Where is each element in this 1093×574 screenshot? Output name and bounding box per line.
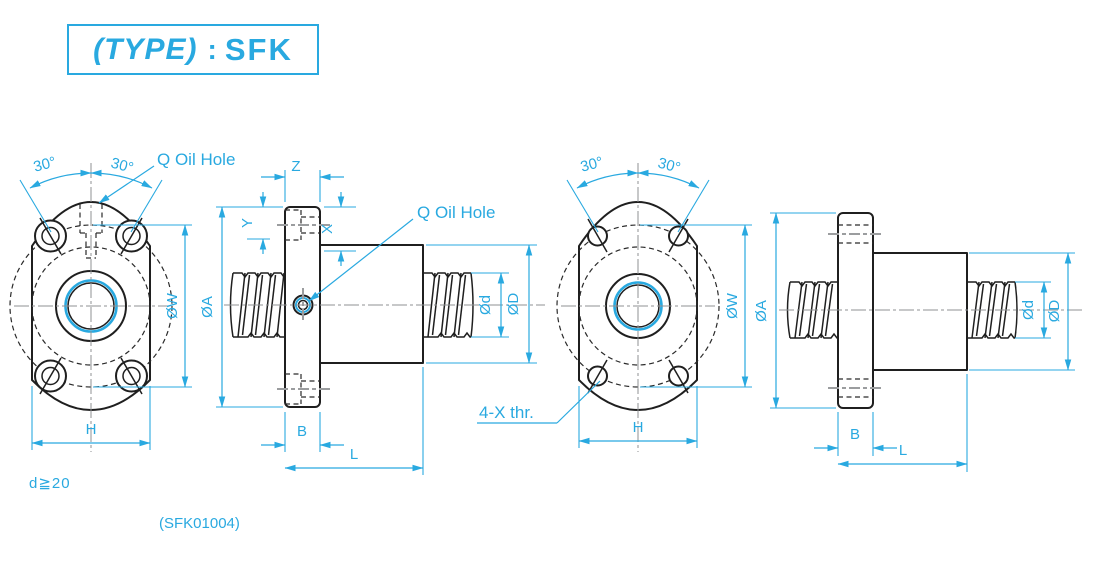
side-view-counterbored: Z Y X Q Oil Hole Ød ØD — [199, 158, 545, 475]
angle-label-right-2: 30° — [656, 155, 682, 177]
side-view-threaded: ØA Ød ØD B L — [753, 212, 1083, 472]
model-code-note: (SFK01004) — [159, 515, 240, 532]
thread-note-label: 4-X thr. — [479, 403, 534, 422]
dim-label-l-2: L — [899, 442, 907, 459]
dim-label-ow-1: ØW — [164, 292, 181, 319]
diameter-condition-note: d≧20 — [29, 475, 71, 492]
oil-hole-label-side-1: Q Oil Hole — [417, 203, 495, 222]
front-view-threaded: 30° 30° 4-X thr. ØW H — [477, 154, 752, 452]
type-title-box: (TYPE) : SFK — [67, 24, 319, 75]
dim-label-oa-2: ØA — [753, 300, 770, 322]
angle-label-left-1: 30° — [32, 154, 58, 176]
dim-label-y: Y — [239, 218, 256, 228]
front-view-counterbored: 30° 30° Q Oil Hole ØW H — [9, 150, 235, 452]
dim-label-z: Z — [291, 158, 300, 175]
dim-label-l-1: L — [350, 446, 358, 463]
dim-label-h-2: H — [633, 419, 644, 436]
dim-label-b-1: B — [297, 423, 307, 440]
dim-label-od-nut-1: ØD — [505, 293, 522, 316]
dim-label-oa-1: ØA — [199, 296, 216, 318]
angle-label-right-1: 30° — [109, 155, 135, 177]
dim-label-ow-2: ØW — [724, 292, 741, 319]
title-code: SFK — [224, 31, 293, 67]
dim-label-od-screw-2: Ød — [1020, 300, 1037, 320]
title-colon: : — [207, 33, 217, 65]
dim-label-b-2: B — [850, 426, 860, 443]
dim-label-x: X — [319, 224, 336, 234]
angle-label-left-2: 30° — [579, 154, 605, 176]
oil-hole-label-front-1: Q Oil Hole — [157, 150, 235, 169]
dim-label-h-1: H — [86, 421, 97, 438]
dim-label-od-nut-2: ØD — [1046, 300, 1063, 323]
title-type-label: (TYPE) — [93, 32, 198, 66]
dim-label-od-screw-1: Ød — [477, 295, 494, 315]
